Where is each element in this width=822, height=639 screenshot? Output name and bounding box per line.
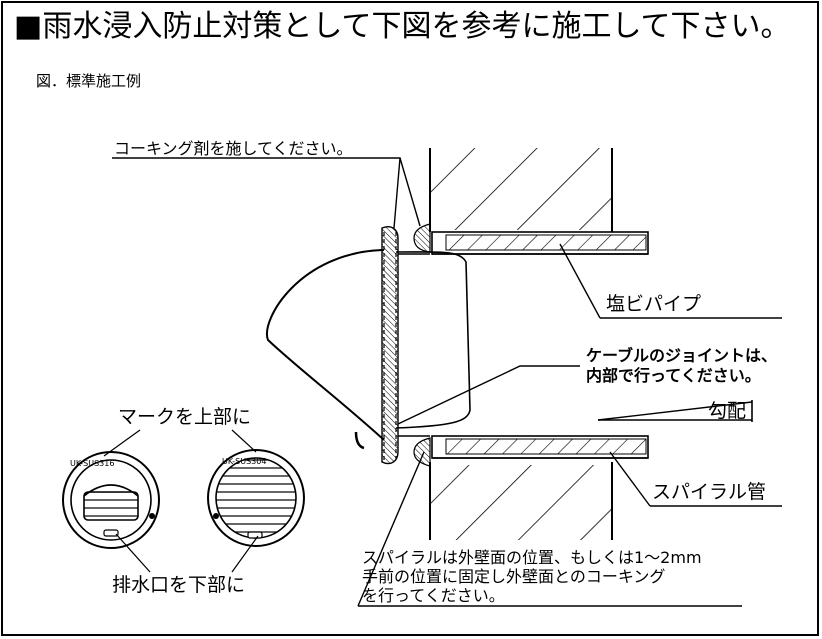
slope-label: 勾配	[708, 400, 747, 422]
cap-front-left: UK-SUS316	[62, 451, 160, 549]
cable-joint-label-2: 内部で行ってください。	[586, 366, 761, 385]
page-title: ■雨水浸入防止対策として下図を参考に施工して下さい。	[14, 9, 791, 44]
drain-down-label: 排水口を下部に	[112, 574, 246, 596]
note-line-1: スパイラルは外壁面の位置、もしくは1～2mm	[362, 548, 702, 567]
cap-front-right: UK-SUS304	[207, 449, 305, 547]
figure-label: 図．標準施工例	[36, 72, 142, 90]
pvc-pipe-label: 塩ビパイプ	[606, 293, 702, 315]
spiral-pipe-label: スパイラル管	[652, 481, 767, 503]
caulking-upper	[413, 223, 431, 253]
leader-lines	[112, 157, 782, 607]
slope-indicator	[597, 400, 753, 422]
pvc-pipe	[431, 231, 649, 255]
cap-mark-right: UK-SUS304	[222, 457, 266, 466]
caulking-lower	[413, 437, 431, 467]
cap-mark-left: UK-SUS316	[70, 459, 114, 468]
note-line-2: 手前の位置に固定し外壁面とのコーキング	[362, 567, 666, 586]
caulking-label: コーキング剤を施してください。	[114, 139, 353, 158]
cap-leaders	[103, 429, 259, 573]
mark-up-label: マークを上部に	[118, 406, 252, 428]
note-line-3: を行ってください。	[362, 586, 505, 605]
spiral-pipe	[431, 435, 649, 459]
vent-cap	[266, 226, 471, 465]
wall	[429, 148, 613, 540]
cable-joint-label-1: ケーブルのジョイントは、	[586, 346, 778, 365]
